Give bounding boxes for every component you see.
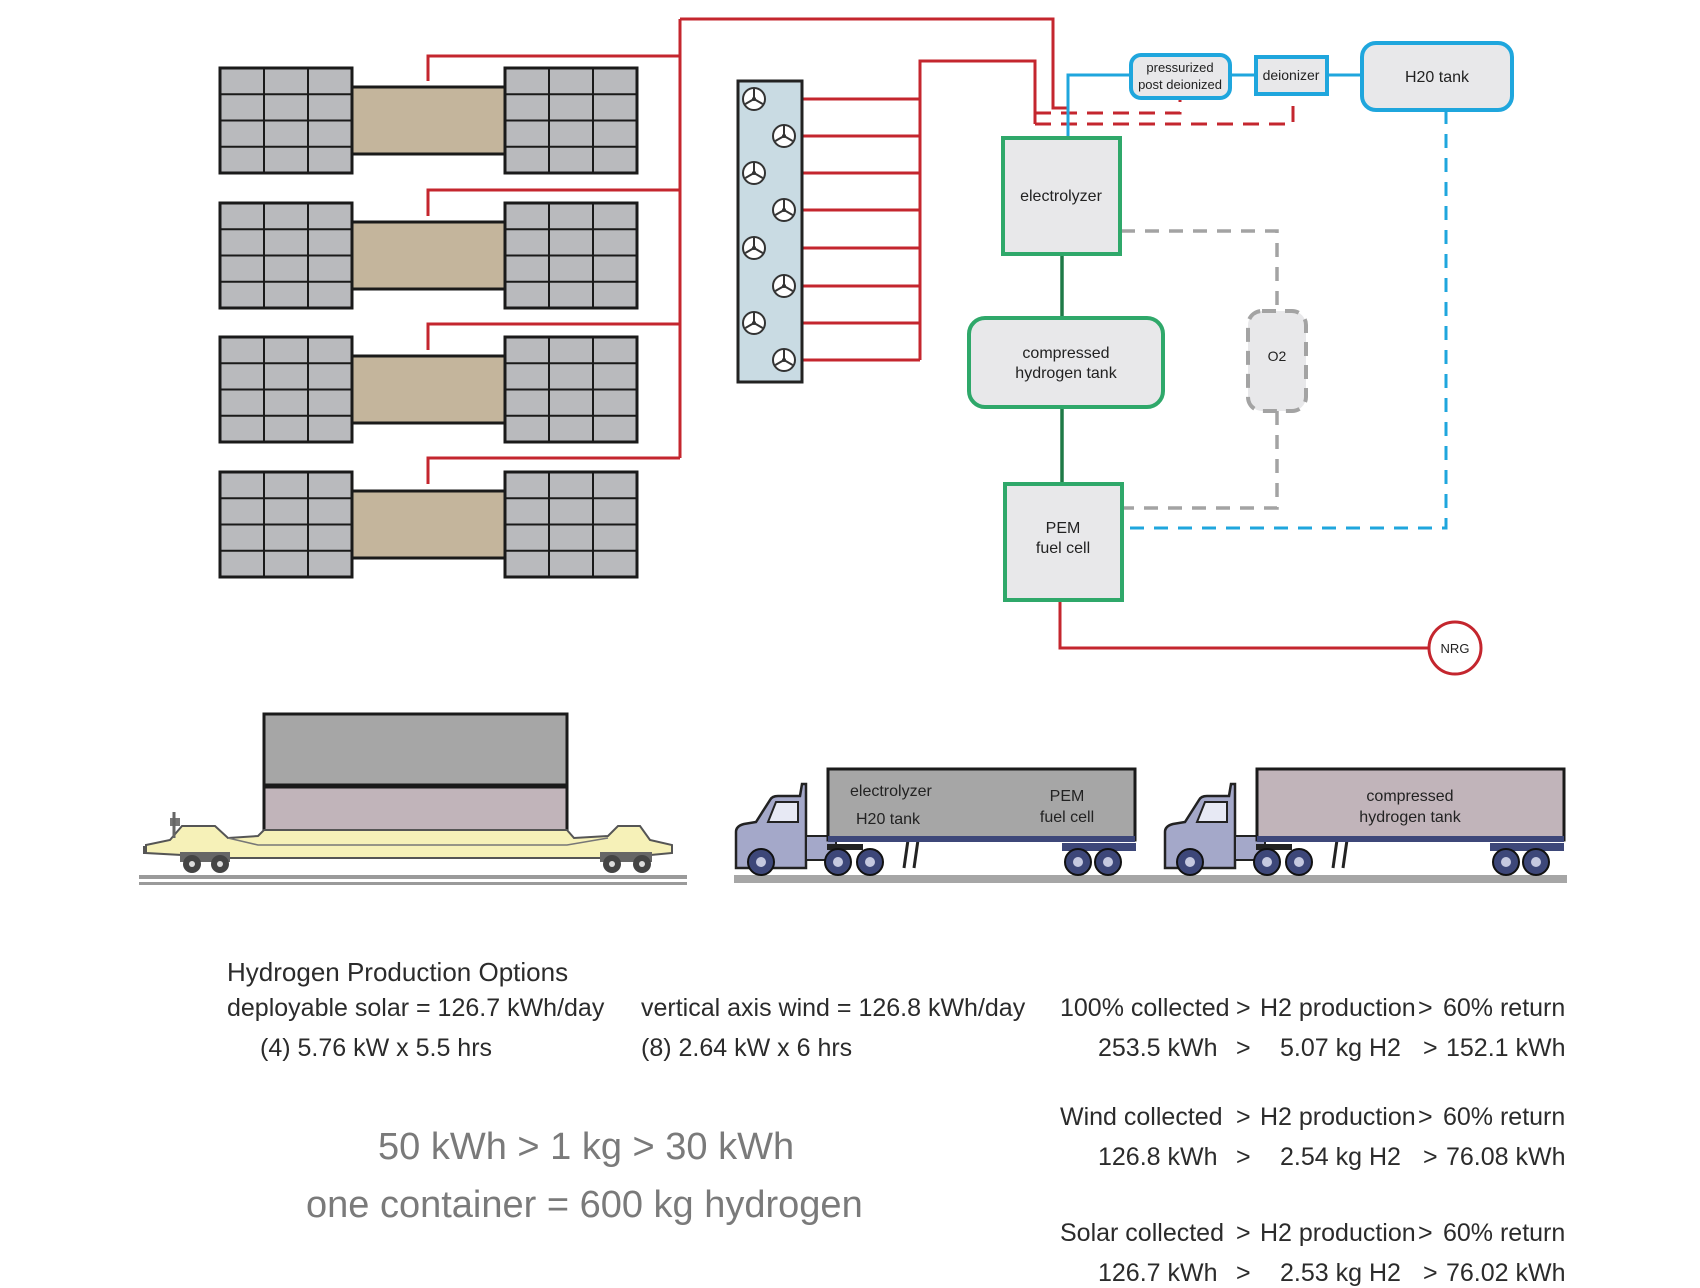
wind-turbine-icon bbox=[742, 236, 766, 260]
table-value-sep: > bbox=[1423, 1034, 1438, 1062]
table-header-collected: Solar collected bbox=[1060, 1219, 1224, 1247]
table-header-return: 60% return bbox=[1443, 1219, 1566, 1247]
solar-panel bbox=[503, 66, 639, 175]
water-lines bbox=[1066, 73, 1362, 140]
electrolyzer-box[interactable]: electrolyzer bbox=[1001, 136, 1122, 256]
energy-label: NRG bbox=[1441, 641, 1470, 656]
table-value-return: 76.08 kWh bbox=[1446, 1143, 1566, 1171]
solar-panel bbox=[218, 201, 354, 310]
wind-turbine-icon bbox=[772, 124, 796, 148]
table-value-collected: 126.7 kWh bbox=[1098, 1259, 1218, 1287]
battery-block bbox=[350, 354, 507, 425]
solar-array bbox=[218, 201, 639, 310]
water-tank-label: H20 tank bbox=[1405, 69, 1470, 86]
water-return-line bbox=[1121, 110, 1448, 530]
table-header-collected: 100% collected bbox=[1060, 994, 1230, 1022]
table-value-sep: > bbox=[1236, 1259, 1251, 1287]
fuel-cell-box[interactable]: PEM fuel cell bbox=[1003, 482, 1124, 602]
solar-panel bbox=[218, 470, 354, 579]
wind-turbine-icon bbox=[742, 311, 766, 335]
table-value-production: 5.07 kg H2 bbox=[1280, 1034, 1401, 1062]
wind-turbine-icon bbox=[742, 87, 766, 111]
table-header-sep: > bbox=[1236, 994, 1251, 1022]
table-header-production: H2 production bbox=[1260, 1103, 1416, 1131]
table-value-sep: > bbox=[1423, 1259, 1438, 1287]
semi-truck-icon: electrolyzer H20 tank PEM fuel cell bbox=[734, 767, 1137, 876]
compressed-label-2: hydrogen tank bbox=[1015, 365, 1117, 382]
dashed-red-lines bbox=[1035, 99, 1295, 126]
container-summary: one container = 600 kg hydrogen bbox=[306, 1184, 863, 1226]
battery-block bbox=[350, 220, 507, 291]
table-value-production: 2.53 kg H2 bbox=[1280, 1259, 1401, 1287]
wind-detail: (8) 2.64 kW x 6 hrs bbox=[641, 1034, 853, 1062]
table-header-sep: > bbox=[1236, 1219, 1251, 1247]
table-header-production: H2 production bbox=[1260, 1219, 1416, 1247]
water-tank-box[interactable]: H20 tank bbox=[1360, 41, 1514, 112]
solar-summary: deployable solar = 126.7 kWh/day bbox=[227, 994, 605, 1022]
deionizer-box[interactable]: deionizer bbox=[1254, 55, 1329, 96]
solar-detail: (4) 5.76 kW x 5.5 hrs bbox=[260, 1034, 493, 1062]
oxygen-box[interactable]: O2 bbox=[1246, 309, 1308, 413]
table-value-sep: > bbox=[1236, 1143, 1251, 1171]
table-value-production: 2.54 kg H2 bbox=[1280, 1143, 1401, 1171]
table-header-return: 60% return bbox=[1443, 994, 1566, 1022]
fuel-cell-label-2: fuel cell bbox=[1036, 540, 1090, 557]
truck1-label-pem: PEM bbox=[1050, 788, 1085, 805]
battery-block bbox=[350, 489, 507, 560]
solar-array bbox=[218, 470, 639, 579]
oxygen-label: O2 bbox=[1268, 348, 1287, 364]
pressurized-label-2: post deionized bbox=[1138, 77, 1222, 92]
pressurized-label-1: pressurized bbox=[1146, 60, 1213, 75]
table-header-production: H2 production bbox=[1260, 994, 1416, 1022]
page-title: Hydrogen Production Options bbox=[227, 957, 569, 987]
electrolyzer-label: electrolyzer bbox=[1020, 188, 1102, 205]
compressed-label-1: compressed bbox=[1022, 345, 1109, 362]
solar-panel bbox=[503, 335, 639, 444]
semi-truck-icon: compressed hydrogen tank bbox=[1163, 767, 1566, 876]
table-value-collected: 253.5 kWh bbox=[1098, 1034, 1218, 1062]
table-header-collected: Wind collected bbox=[1060, 1103, 1223, 1131]
wind-summary: vertical axis wind = 126.8 kWh/day bbox=[641, 994, 1026, 1022]
ratio-summary: 50 kWh > 1 kg > 30 kWh bbox=[378, 1126, 795, 1168]
power-wiring bbox=[426, 17, 1428, 650]
wind-turbine-panel bbox=[736, 79, 804, 384]
rail-flatcar-icon bbox=[139, 712, 687, 885]
oxygen-lines bbox=[1121, 229, 1279, 510]
table-header-sep: > bbox=[1236, 1103, 1251, 1131]
wind-turbine-icon bbox=[742, 161, 766, 185]
truck1-label-fuelcell: fuel cell bbox=[1040, 809, 1094, 826]
solar-panel bbox=[503, 201, 639, 310]
table-value-sep: > bbox=[1423, 1143, 1438, 1171]
table-value-return: 152.1 kWh bbox=[1446, 1034, 1566, 1062]
truck2-label-1: compressed bbox=[1366, 788, 1453, 805]
table-value-sep: > bbox=[1236, 1034, 1251, 1062]
wind-turbine-icon bbox=[772, 198, 796, 222]
solar-array bbox=[218, 335, 639, 444]
compressed-tank-box[interactable]: compressed hydrogen tank bbox=[967, 316, 1165, 409]
table-value-collected: 126.8 kWh bbox=[1098, 1143, 1218, 1171]
solar-panel bbox=[218, 335, 354, 444]
road bbox=[734, 875, 1567, 883]
pressurized-box[interactable]: pressurized post deionized bbox=[1129, 53, 1232, 100]
table-header-sep: > bbox=[1418, 994, 1433, 1022]
deionizer-label: deionizer bbox=[1263, 67, 1320, 83]
truck2-label-2: hydrogen tank bbox=[1359, 809, 1461, 826]
solar-array bbox=[218, 66, 639, 175]
wind-turbine-icon bbox=[772, 348, 796, 372]
truck1-label-electrolyzer: electrolyzer bbox=[850, 783, 932, 800]
solar-arrays bbox=[218, 66, 639, 579]
energy-output[interactable]: NRG bbox=[1427, 620, 1483, 676]
solar-panel bbox=[503, 470, 639, 579]
solar-panel bbox=[218, 66, 354, 175]
table-header-sep: > bbox=[1418, 1103, 1433, 1131]
fuel-cell-label-1: PEM bbox=[1046, 520, 1081, 537]
table-value-return: 76.02 kWh bbox=[1446, 1259, 1566, 1287]
truck1-label-water: H20 tank bbox=[856, 811, 921, 828]
wind-turbine-icon bbox=[772, 274, 796, 298]
table-header-sep: > bbox=[1418, 1219, 1433, 1247]
battery-block bbox=[350, 85, 507, 156]
table-header-return: 60% return bbox=[1443, 1103, 1566, 1131]
